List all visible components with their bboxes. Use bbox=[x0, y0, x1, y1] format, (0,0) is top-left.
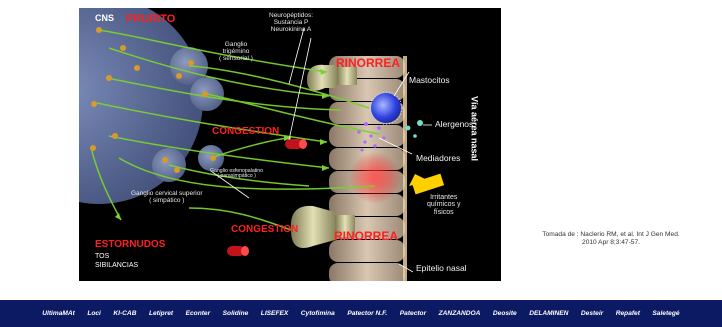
irritant-glow bbox=[349, 152, 401, 204]
ganglio-cervical-label: Ganglio cervical superior ( simpático ) bbox=[131, 191, 203, 205]
ganglio-trigemino-line-3: ( sensorial ) bbox=[219, 56, 253, 63]
brand-2: KI-CAB bbox=[113, 310, 136, 317]
brand-15: Saletegé bbox=[652, 310, 679, 317]
alergenos-label: Alergenos bbox=[435, 120, 473, 129]
gland-top bbox=[307, 65, 337, 91]
mastocitos-label: Mastocitos bbox=[409, 76, 450, 85]
brand-0: UltimaMAt bbox=[42, 310, 75, 317]
irritantes-line-2: químicos y bbox=[427, 201, 460, 208]
neuropeptides-label: Neuropéptidos: Sustancia P Neurokinina A bbox=[269, 13, 313, 33]
brand-4: Econter bbox=[186, 310, 211, 317]
irritantes-line-1: Irritantes bbox=[427, 194, 460, 201]
cilia-edge bbox=[403, 56, 407, 281]
citation-line-2: 2010 Apr 8;3:47-57. bbox=[507, 239, 715, 247]
brand-9: Patector bbox=[400, 310, 426, 317]
prurito-label: PRURITO bbox=[126, 14, 175, 26]
cns-label: CNS bbox=[95, 14, 114, 23]
brand-7: Cytofimina bbox=[301, 310, 335, 317]
estornudos-label: ESTORNUDOS bbox=[95, 240, 165, 251]
brand-6: LISEFEX bbox=[261, 310, 288, 317]
rinorrea-bottom-label: RINORREA bbox=[334, 230, 398, 243]
ganglio-esfenopalatino-label: Ganglio esfenopalatino ( parasimpático ) bbox=[210, 169, 263, 180]
tos-label: TOS bbox=[95, 253, 109, 260]
citation: Tomada de : Naclerio RM, et al. Int J Ge… bbox=[507, 231, 715, 247]
congestion-top-label: CONGESTION bbox=[212, 127, 279, 138]
irritantes-line-3: físicos bbox=[427, 209, 460, 216]
irritantes-label: Irritantes químicos y físicos bbox=[427, 194, 460, 216]
brand-13: Desteir bbox=[581, 310, 603, 317]
brand-3: Letipret bbox=[149, 310, 173, 317]
brand-11: Deosite bbox=[493, 310, 517, 317]
brand-1: Loci bbox=[87, 310, 101, 317]
mediadores-label: Mediadores bbox=[416, 154, 460, 163]
neuropeptides-line-3: Neurokinina A bbox=[269, 27, 313, 34]
epitelio-label: Epitelio nasal bbox=[416, 264, 467, 273]
brand-12: DELAMINEN bbox=[529, 310, 568, 317]
vessel-top bbox=[285, 139, 307, 149]
ganglio-cervical-line-2: ( simpático ) bbox=[131, 198, 203, 205]
congestion-bottom-label: CONGESTION bbox=[231, 225, 298, 236]
brand-8: Patector N.F. bbox=[347, 310, 387, 317]
brand-10: ZANZANDOA bbox=[439, 310, 481, 317]
citation-line-1: Tomada de : Naclerio RM, et al. Int J Ge… bbox=[507, 231, 715, 239]
ganglio-trigemino-label: Ganglio trigémino ( sensorial ) bbox=[219, 42, 253, 62]
vessel-bottom bbox=[227, 246, 249, 256]
ganglio-esfeno-line-2: ( parasimpático ) bbox=[210, 174, 263, 179]
sibilancias-label: SIBILANCIAS bbox=[95, 262, 138, 269]
brand-14: Repafet bbox=[616, 310, 640, 317]
brand-5: Solidine bbox=[223, 310, 249, 317]
brand-footer-bar: UltimaMAt Loci KI-CAB Letipret Econter S… bbox=[0, 300, 722, 327]
rinorrea-top-label: RINORREA bbox=[336, 57, 400, 70]
allergic-rhinitis-diagram: CNS PRURITO Neuropéptidos: Sustancia P N… bbox=[79, 8, 501, 281]
mastocito bbox=[371, 93, 401, 123]
